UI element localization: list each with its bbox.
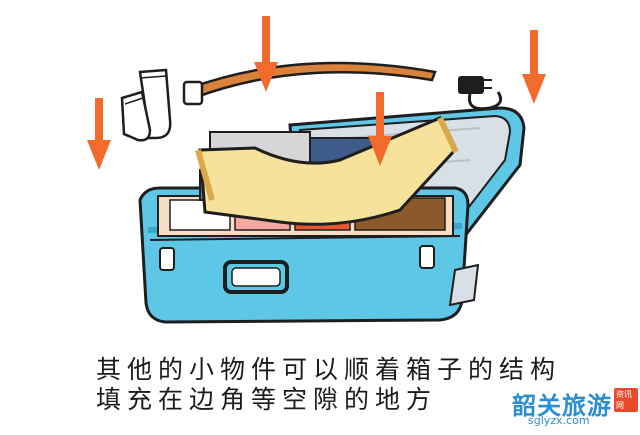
watermark-url: sglyzx.com <box>528 414 590 427</box>
caption-line-1: 其他的小物件可以顺着箱子的结构 <box>96 355 562 384</box>
down-arrow-icon <box>368 92 392 166</box>
belt-icon <box>182 61 437 106</box>
suitcase-handle <box>223 260 289 294</box>
sweater-icon <box>198 116 457 226</box>
caption-line-2: 填充在边角等空隙的地方 <box>96 385 438 414</box>
watermark-tag: 资讯网 <box>614 388 638 412</box>
down-arrow-icon <box>254 16 278 92</box>
down-arrow-icon <box>522 30 546 104</box>
down-arrow-icon <box>87 98 111 170</box>
socks-icon <box>120 68 172 142</box>
site-watermark: 韶关旅游 资讯网 sglyzx.com <box>500 386 638 432</box>
watermark-logo-text: 韶关旅游 <box>512 392 612 420</box>
charger-icon <box>458 76 503 111</box>
packing-illustration <box>87 16 546 324</box>
